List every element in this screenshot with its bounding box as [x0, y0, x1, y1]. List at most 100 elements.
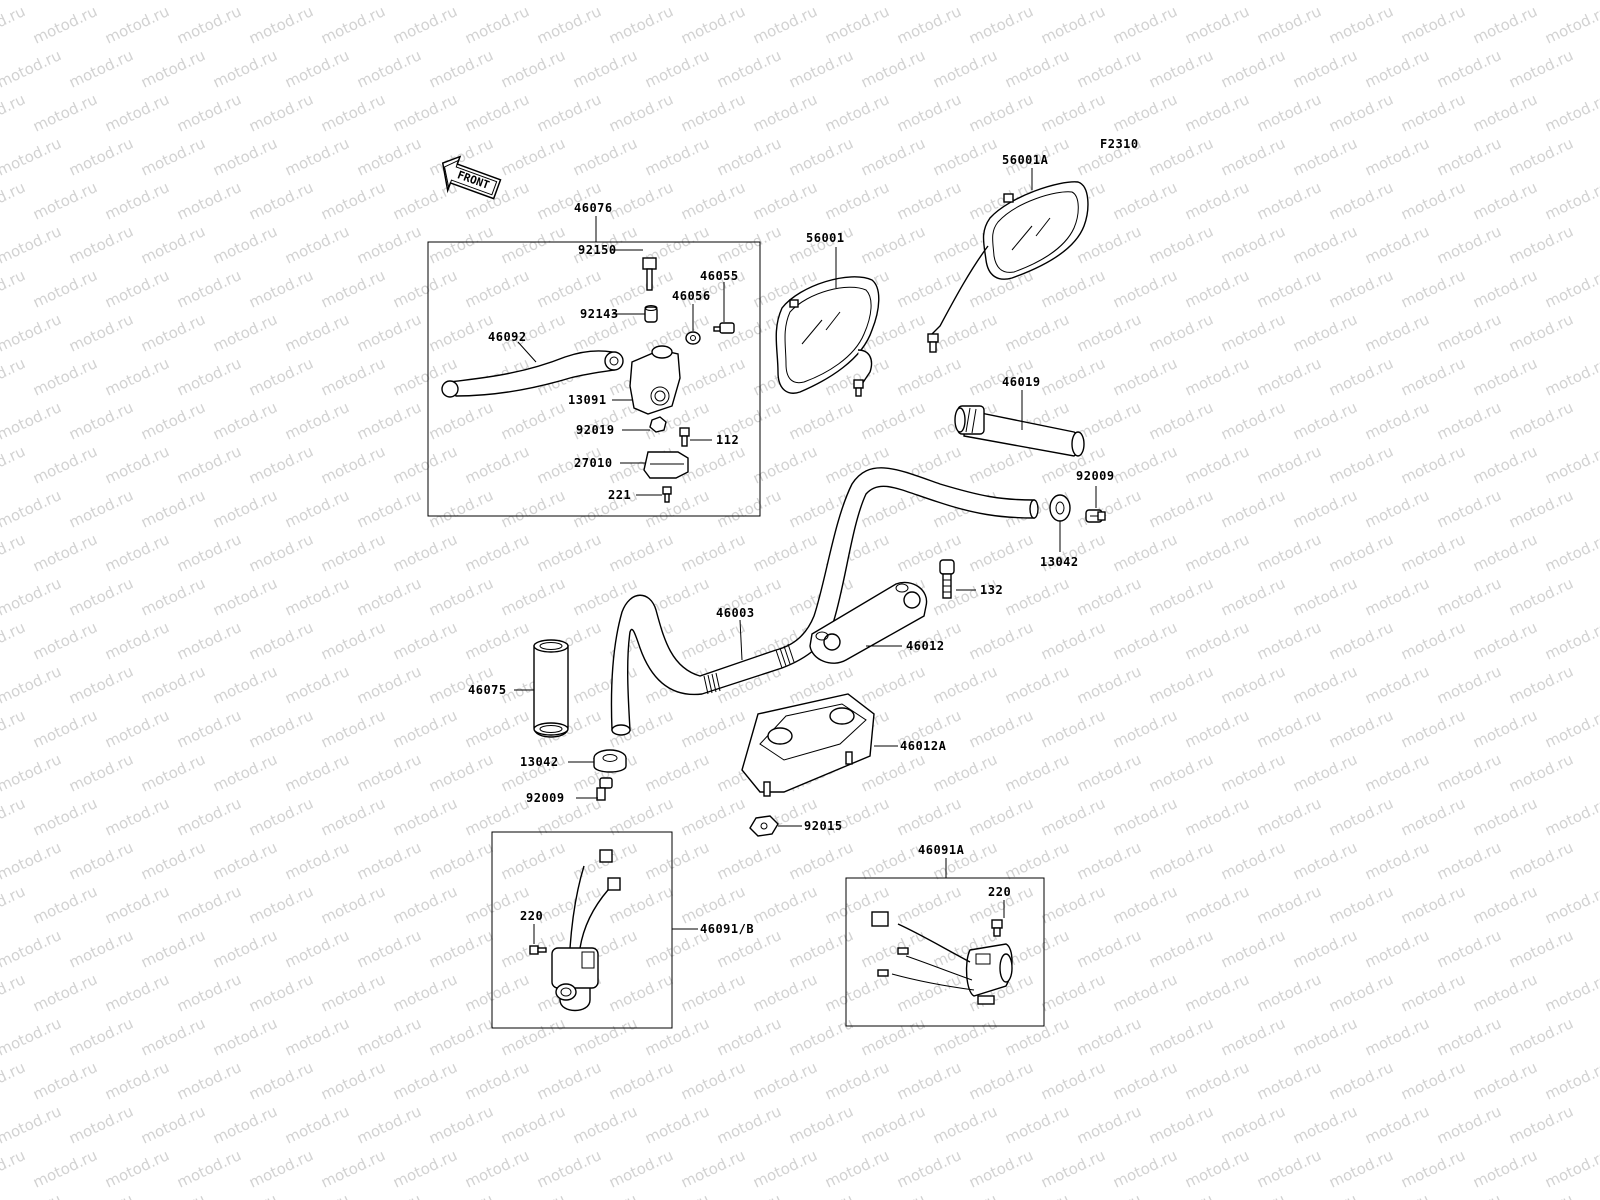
watermark-text: motod.ru — [210, 926, 280, 971]
watermark-text: motod.ru — [1038, 1146, 1108, 1191]
watermark-text: motod.ru — [786, 1102, 856, 1147]
watermark-text: motod.ru — [678, 618, 748, 663]
watermark-text: motod.ru — [282, 46, 352, 91]
watermark-text: motod.ru — [1110, 90, 1180, 135]
watermark-text: motod.ru — [930, 750, 1000, 795]
collar-92143-icon — [644, 305, 658, 323]
watermark-text: motod.ru — [1434, 1190, 1504, 1200]
watermark-text: motod.ru — [606, 1058, 676, 1103]
watermark-text: motod.ru — [174, 618, 244, 663]
watermark-text: motod.ru — [1218, 838, 1288, 883]
watermark-text: motod.ru — [966, 1058, 1036, 1103]
watermark-text: motod.ru — [354, 1014, 424, 1059]
watermark-text: motod.ru — [498, 574, 568, 619]
watermark-text: motod.ru — [570, 1102, 640, 1147]
watermark-text: motod.ru — [1290, 398, 1360, 443]
watermark-text: motod.ru — [66, 222, 136, 267]
watermark-text: motod.ru — [0, 794, 28, 839]
watermark-text: motod.ru — [1002, 0, 1072, 4]
watermark-text: motod.ru — [1326, 1146, 1396, 1191]
watermark-text: motod.ru — [1542, 354, 1600, 399]
watermark-text: motod.ru — [1398, 530, 1468, 575]
bolt-132-icon — [939, 559, 955, 599]
watermark-text: motod.ru — [966, 90, 1036, 135]
watermark-text: motod.ru — [318, 354, 388, 399]
watermark-text: motod.ru — [786, 46, 856, 91]
watermark-text: motod.ru — [1182, 530, 1252, 575]
watermark-text: motod.ru — [426, 310, 496, 355]
watermark-text: motod.ru — [282, 134, 352, 179]
watermark-text: motod.ru — [318, 1146, 388, 1191]
watermark-text: motod.ru — [750, 1058, 820, 1103]
watermark-text: motod.ru — [426, 1014, 496, 1059]
bolt-92009-right-icon — [1085, 509, 1106, 523]
watermark-text: motod.ru — [786, 838, 856, 883]
watermark-text: motod.ru — [498, 838, 568, 883]
watermark-text: motod.ru — [1434, 398, 1504, 443]
watermark-text: motod.ru — [714, 1190, 784, 1200]
watermark-text: motod.ru — [642, 1190, 712, 1200]
watermark-text: motod.ru — [30, 354, 100, 399]
watermark-text: motod.ru — [1362, 838, 1432, 883]
watermark-text: motod.ru — [462, 706, 532, 751]
watermark-text: motod.ru — [282, 486, 352, 531]
label-92150: 92150 — [578, 243, 617, 257]
watermark-text: motod.ru — [606, 530, 676, 575]
watermark-text: motod.ru — [1434, 46, 1504, 91]
watermark-text: motod.ru — [714, 46, 784, 91]
watermark-text: motod.ru — [1110, 1058, 1180, 1103]
watermark-text: motod.ru — [138, 662, 208, 707]
watermark-text: motod.ru — [30, 2, 100, 47]
watermark-text: motod.ru — [1254, 1146, 1324, 1191]
watermark-text: motod.ru — [1182, 2, 1252, 47]
watermark-text: motod.ru — [426, 486, 496, 531]
watermark-text: motod.ru — [0, 1058, 28, 1103]
watermark-text: motod.ru — [1434, 1102, 1504, 1147]
adjuster-46055-icon — [713, 322, 735, 334]
watermark-text: motod.ru — [1182, 1146, 1252, 1191]
watermark-text: motod.ru — [174, 442, 244, 487]
watermark-text: motod.ru — [786, 0, 856, 4]
holder-46012-icon — [809, 581, 928, 664]
watermark-text: motod.ru — [1326, 970, 1396, 1015]
watermark-text: motod.ru — [1074, 1014, 1144, 1059]
watermark-text: motod.ru — [66, 398, 136, 443]
label-92015: 92015 — [804, 819, 843, 833]
watermark-text: motod.ru — [1290, 662, 1360, 707]
watermark-text: motod.ru — [426, 750, 496, 795]
watermark-text: motod.ru — [1254, 442, 1324, 487]
watermark-text: motod.ru — [102, 970, 172, 1015]
watermark-text: motod.ru — [678, 882, 748, 927]
watermark-text: motod.ru — [1254, 706, 1324, 751]
watermark-text: motod.ru — [390, 970, 460, 1015]
watermark-text: motod.ru — [1254, 970, 1324, 1015]
watermark-text: motod.ru — [1506, 926, 1576, 971]
label-13042-left: 13042 — [520, 755, 559, 769]
watermark-text: motod.ru — [1218, 1014, 1288, 1059]
label-46019: 46019 — [1002, 375, 1041, 389]
label-220-left: 220 — [520, 909, 543, 923]
watermark-text: motod.ru — [966, 618, 1036, 663]
watermark-text: motod.ru — [1254, 2, 1324, 47]
watermark-text: motod.ru — [210, 398, 280, 443]
watermark-text: motod.ru — [1110, 618, 1180, 663]
watermark-text: motod.ru — [1290, 838, 1360, 883]
watermark-text: motod.ru — [1290, 926, 1360, 971]
watermark-text: motod.ru — [1110, 442, 1180, 487]
watermark-text: motod.ru — [1362, 1102, 1432, 1147]
watermark-text: motod.ru — [498, 134, 568, 179]
watermark-text: motod.ru — [1290, 1102, 1360, 1147]
watermark-text: motod.ru — [1254, 178, 1324, 223]
label-92143: 92143 — [580, 307, 619, 321]
label-56001: 56001 — [806, 231, 845, 245]
watermark-text: motod.ru — [1218, 662, 1288, 707]
label-46055: 46055 — [700, 269, 739, 283]
watermark-text: motod.ru — [1146, 838, 1216, 883]
grip-46075-icon — [533, 639, 569, 738]
watermark-text: motod.ru — [534, 266, 604, 311]
watermark-text: motod.ru — [1074, 750, 1144, 795]
watermark-text: motod.ru — [174, 1146, 244, 1191]
watermark-text: motod.ru — [246, 266, 316, 311]
watermark-text: motod.ru — [498, 0, 568, 4]
watermark-text: motod.ru — [1074, 1190, 1144, 1200]
